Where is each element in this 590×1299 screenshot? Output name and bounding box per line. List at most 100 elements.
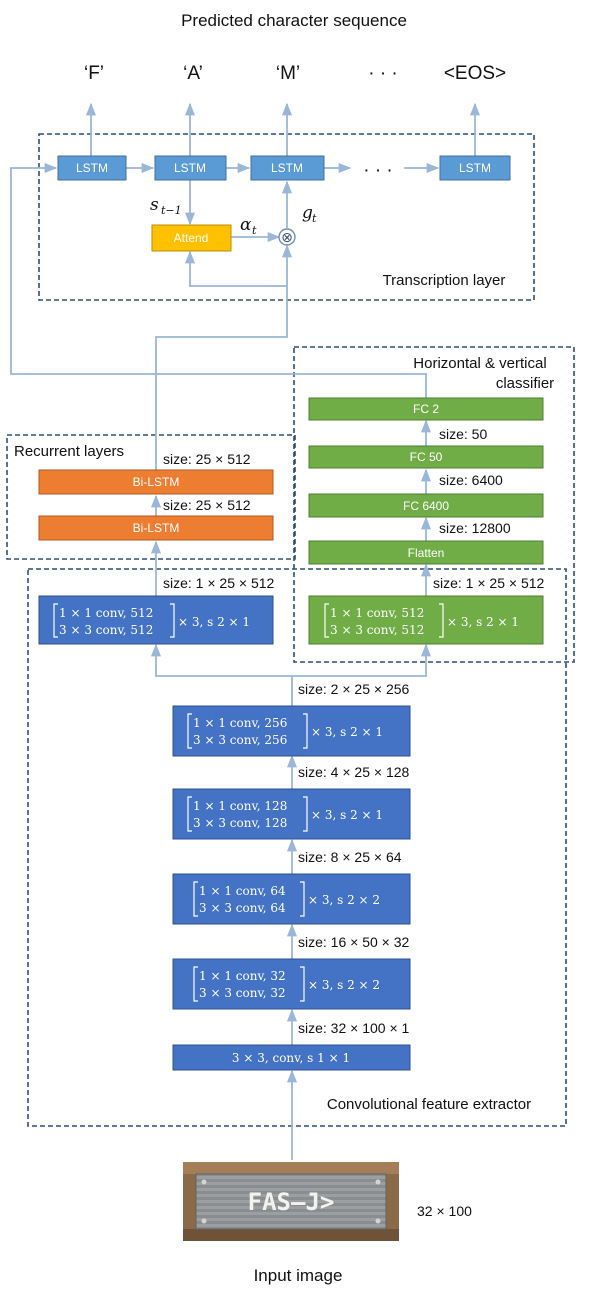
input-image-plate bbox=[195, 1173, 387, 1230]
conv-64-suffix: × 3, s 2 × 2 bbox=[308, 893, 380, 907]
size-32: size: 16 × 50 × 32 bbox=[298, 934, 410, 950]
size-left-in: size: 1 × 25 × 512 bbox=[163, 575, 275, 591]
bracket-left bbox=[193, 881, 198, 917]
size-input: size: 32 × 100 × 1 bbox=[298, 1020, 410, 1036]
attend-box bbox=[151, 224, 232, 252]
bilstm-box-bottom bbox=[38, 515, 274, 541]
size-fc50: size: 6400 bbox=[439, 472, 503, 488]
conv-64-line1: 1 × 1 conv, 64 bbox=[199, 884, 286, 898]
bilstm-box-top bbox=[38, 469, 274, 495]
input-image-wood-bottom bbox=[183, 1229, 399, 1241]
conv-block-128: 1 × 1 conv, 128 3 × 3 conv, 128 × 3, s 2… bbox=[172, 788, 411, 840]
alpha-symbol-sub: t bbox=[252, 224, 257, 237]
left-conv-suffix: × 3, s 2 × 1 bbox=[178, 615, 250, 629]
output-char-f: ‘F’ bbox=[84, 63, 104, 84]
lstm-label-3: LSTM bbox=[271, 161, 303, 175]
feature-extractor-label: Convolutional feature extractor bbox=[327, 1096, 531, 1113]
recurrent-layers-border bbox=[6, 434, 296, 560]
glimpse-symbol-sub: t bbox=[312, 212, 317, 225]
bracket-left bbox=[53, 603, 58, 638]
split-right-arrow bbox=[292, 643, 432, 677]
bracket-right bbox=[300, 966, 305, 1002]
conv-128-line1: 1 × 1 conv, 128 bbox=[193, 799, 287, 813]
screw bbox=[201, 1218, 207, 1224]
output-char-a: ‘A’ bbox=[183, 63, 203, 84]
conv-box-128 bbox=[172, 788, 411, 840]
lstm-box-eos bbox=[439, 155, 511, 181]
glimpse-symbol-main: g bbox=[302, 203, 313, 223]
conv-block-256: 1 × 1 conv, 256 3 × 3 conv, 256 × 3, s 2… bbox=[172, 705, 411, 757]
input-dims: 32 × 100 bbox=[417, 1203, 472, 1219]
bilstm-label-top: Bi-LSTM bbox=[133, 475, 180, 489]
size-256: size: 2 × 25 × 256 bbox=[298, 681, 410, 697]
classifier-conv-box bbox=[308, 595, 544, 645]
fc2-label: FC 2 bbox=[413, 402, 439, 416]
output-ellipsis: · · · bbox=[368, 63, 398, 84]
conv-32-line1: 1 × 1 conv, 32 bbox=[199, 969, 286, 983]
conv-box-256 bbox=[172, 705, 411, 757]
feature-to-attend-loop bbox=[184, 250, 287, 287]
recurrent-to-transcription-line bbox=[155, 244, 293, 470]
first-conv-box bbox=[172, 1044, 411, 1071]
size-fc6400: size: 12800 bbox=[439, 520, 511, 536]
state-symbol-sub: t−1 bbox=[161, 204, 182, 217]
bracket-right bbox=[303, 713, 308, 749]
flatten-box bbox=[308, 540, 544, 565]
alpha-symbol: α t bbox=[240, 215, 257, 237]
lstm-label-1: LSTM bbox=[76, 161, 108, 175]
recurrent-layers-label: Recurrent layers bbox=[14, 443, 124, 460]
fc6400-label: FC 6400 bbox=[403, 499, 449, 513]
input-image: FAS–J> bbox=[183, 1162, 399, 1241]
conv-box-32 bbox=[172, 958, 411, 1010]
transcription-layer-label: Transcription layer bbox=[383, 272, 506, 289]
classifier-to-lstm-loop bbox=[10, 162, 427, 398]
lstm-label-eos: LSTM bbox=[459, 161, 491, 175]
bracket-right bbox=[170, 603, 175, 638]
lstm-box-1 bbox=[57, 155, 127, 181]
bilstm-label-bottom: Bi-LSTM bbox=[133, 521, 180, 535]
conv-256-line1: 1 × 1 conv, 256 bbox=[193, 716, 287, 730]
split-left-arrow bbox=[150, 643, 293, 706]
output-eos: <EOS> bbox=[444, 63, 506, 84]
screw bbox=[375, 1179, 381, 1185]
feature-extractor-border bbox=[27, 568, 567, 1127]
lstm-box-3 bbox=[250, 155, 325, 181]
left-conv-block: 1 × 1 conv, 512 3 × 3 conv, 512 × 3, s 2… bbox=[38, 595, 274, 645]
bracket-right bbox=[300, 881, 305, 917]
conv-block-32: 1 × 1 conv, 32 3 × 3 conv, 32 × 3, s 2 ×… bbox=[172, 958, 411, 1010]
input-image-wood-top bbox=[183, 1162, 399, 1174]
conv-32-line2: 3 × 3 conv, 32 bbox=[199, 986, 286, 1000]
title: Predicted character sequence bbox=[181, 11, 407, 30]
input-sign-text: FAS–J> bbox=[248, 1188, 335, 1216]
conv-32-suffix: × 3, s 2 × 2 bbox=[308, 978, 380, 992]
conv-box-64 bbox=[172, 873, 411, 925]
glimpse-symbol: g t bbox=[302, 203, 317, 225]
lstm-label-2: LSTM bbox=[174, 161, 206, 175]
screw bbox=[201, 1179, 207, 1185]
multiply-icon: ⊗ bbox=[281, 230, 293, 246]
fc50-label: FC 50 bbox=[410, 450, 443, 464]
bracket-right bbox=[439, 603, 444, 638]
lstm-ellipsis: · · · bbox=[363, 160, 393, 181]
classifier-label-line1: Horizontal & vertical bbox=[413, 355, 546, 372]
size-fc2: size: 50 bbox=[439, 426, 487, 442]
size-recurrent-mid: size: 25 × 512 bbox=[163, 497, 251, 513]
conv-256-line2: 3 × 3 conv, 256 bbox=[193, 733, 287, 747]
conv-block-64: 1 × 1 conv, 64 3 × 3 conv, 64 × 3, s 2 ×… bbox=[172, 873, 411, 925]
size-128: size: 4 × 25 × 128 bbox=[298, 764, 410, 780]
input-caption: Input image bbox=[254, 1266, 343, 1285]
bracket-left bbox=[193, 966, 198, 1002]
classifier-conv-block: 1 × 1 conv, 512 3 × 3 conv, 512 × 3, s 2… bbox=[308, 595, 544, 645]
state-symbol-main: s bbox=[150, 195, 159, 215]
conv-64-line2: 3 × 3 conv, 64 bbox=[199, 901, 286, 915]
classifier-conv-line1: 1 × 1 conv, 512 bbox=[330, 606, 424, 620]
size-recurrent-top: size: 25 × 512 bbox=[163, 451, 251, 467]
attend-label: Attend bbox=[174, 231, 209, 245]
classifier-border bbox=[293, 346, 575, 663]
size-64: size: 8 × 25 × 64 bbox=[298, 849, 402, 865]
screw bbox=[375, 1218, 381, 1224]
left-conv-line1: 1 × 1 conv, 512 bbox=[59, 606, 153, 620]
bracket-right bbox=[303, 796, 308, 832]
fc50-box bbox=[308, 445, 544, 469]
